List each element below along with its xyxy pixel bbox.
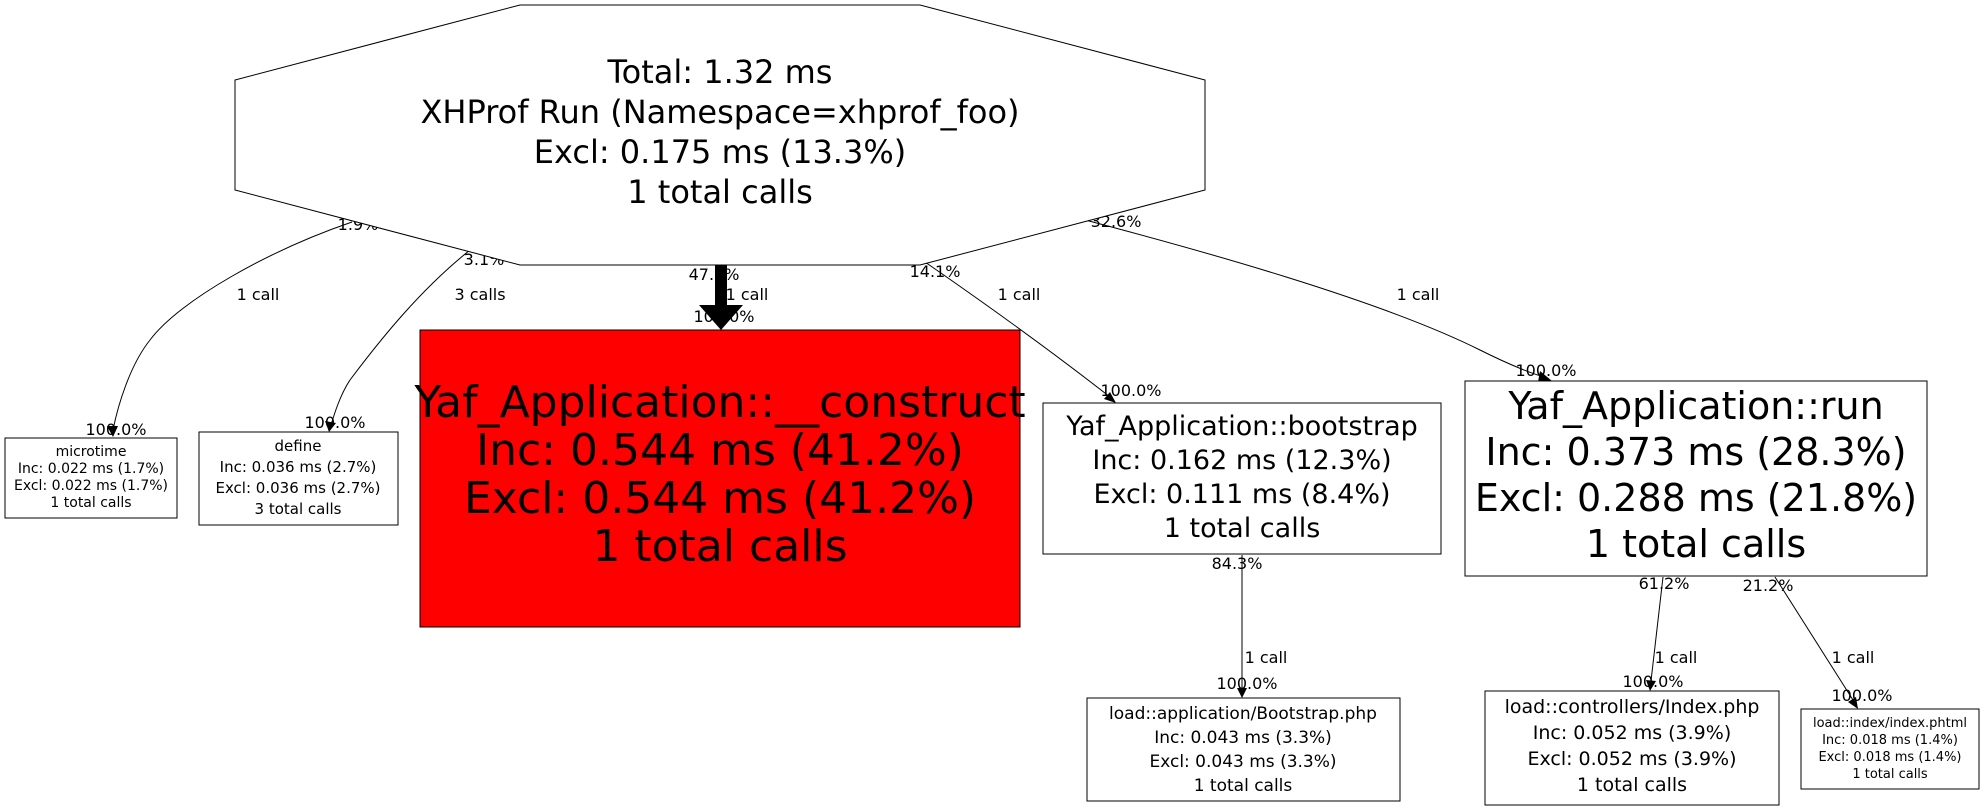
edge-run-indexphp-from-pct: 61.2% — [1639, 574, 1690, 593]
node-bootstrap-php-line-4: 1 total calls — [1194, 776, 1293, 796]
edge-root-run-to-pct: 100.0% — [1515, 361, 1576, 380]
edge-run-indexphtml-from-pct: 21.2% — [1743, 576, 1794, 595]
node-bootstrap-line-3: Excl: 0.111 ms (8.4%) — [1093, 479, 1390, 510]
edge-bootstrap-bootstrapphp — [1237, 555, 1247, 698]
edge-root-construct-calls: 1 call — [726, 285, 769, 304]
node-microtime-line-4: 1 total calls — [50, 495, 131, 511]
node-index-php-line-1: load::controllers/Index.php — [1505, 696, 1760, 718]
node-construct-line-2: Inc: 0.544 ms (41.2%) — [476, 425, 964, 476]
node-run[interactable]: Yaf_Application::run Inc: 0.373 ms (28.3… — [1464, 380, 1928, 577]
node-index-php[interactable]: load::controllers/Index.php Inc: 0.052 m… — [1484, 690, 1780, 806]
node-bootstrap-php-line-3: Excl: 0.043 ms (3.3%) — [1149, 752, 1336, 772]
node-bootstrap-php-line-2: Inc: 0.043 ms (3.3%) — [1154, 728, 1332, 748]
edge-run-indexphtml-calls: 1 call — [1832, 648, 1875, 667]
node-bootstrap-line-4: 1 total calls — [1164, 513, 1321, 544]
edge-run-indexphtml — [1774, 576, 1858, 709]
edge-bootstrap-bootstrapphp-from-pct: 84.3% — [1212, 554, 1263, 573]
node-index-phtml-line-3: Excl: 0.018 ms (1.4%) — [1818, 750, 1961, 765]
edge-root-construct-from-pct: 47.1% — [689, 265, 740, 284]
edge-root-run — [1069, 215, 1552, 382]
node-bootstrap[interactable]: Yaf_Application::bootstrap Inc: 0.162 ms… — [1042, 402, 1442, 555]
node-microtime-line-1: microtime — [56, 444, 127, 460]
node-run-line-2: Inc: 0.373 ms (28.3%) — [1485, 430, 1906, 474]
node-define-line-1: define — [275, 437, 322, 455]
edge-root-microtime-calls: 1 call — [237, 285, 280, 304]
edge-root-construct-to-pct: 100.0% — [693, 307, 754, 326]
edge-root-bootstrap — [924, 261, 1116, 403]
edge-root-microtime-to-pct: 100.0% — [85, 420, 146, 439]
node-root-line-1: Total: 1.32 ms — [607, 53, 833, 91]
node-index-phtml-line-4: 1 total calls — [1852, 767, 1928, 782]
node-microtime-line-2: Inc: 0.022 ms (1.7%) — [18, 461, 164, 477]
edge-root-bootstrap-to-pct: 100.0% — [1100, 381, 1161, 400]
node-bootstrap-php-line-1: load::application/Bootstrap.php — [1109, 704, 1377, 724]
node-construct-line-4: 1 total calls — [592, 521, 847, 572]
node-run-line-4: 1 total calls — [1586, 522, 1806, 566]
edge-run-indexphtml-to-pct: 100.0% — [1831, 686, 1892, 705]
node-root-line-3: Excl: 0.175 ms (13.3%) — [534, 133, 906, 171]
edge-root-bootstrap-calls: 1 call — [998, 285, 1041, 304]
edge-bootstrap-bootstrapphp-calls: 1 call — [1245, 648, 1288, 667]
node-define[interactable]: define Inc: 0.036 ms (2.7%) Excl: 0.036 … — [198, 431, 399, 526]
edge-root-construct — [699, 265, 743, 330]
edge-bootstrap-bootstrapphp-to-pct: 100.0% — [1216, 674, 1277, 693]
node-index-phtml-line-1: load::index/index.phtml — [1813, 716, 1967, 731]
node-define-line-3: Excl: 0.036 ms (2.7%) — [215, 479, 380, 497]
node-define-line-2: Inc: 0.036 ms (2.7%) — [220, 458, 377, 476]
edge-root-microtime — [107, 221, 353, 437]
node-bootstrap-php[interactable]: load::application/Bootstrap.php Inc: 0.0… — [1086, 697, 1401, 802]
node-index-phtml-line-2: Inc: 0.018 ms (1.4%) — [1822, 733, 1958, 748]
edge-run-indexphp-to-pct: 100.0% — [1622, 672, 1683, 691]
edge-root-run-calls: 1 call — [1397, 285, 1440, 304]
node-index-php-line-4: 1 total calls — [1577, 774, 1687, 796]
edge-run-indexphp — [1646, 576, 1664, 691]
edge-root-bootstrap-from-pct: 14.1% — [910, 262, 961, 281]
node-index-php-line-3: Excl: 0.052 ms (3.9%) — [1527, 748, 1736, 770]
node-construct-line-3: Excl: 0.544 ms (41.2%) — [464, 473, 976, 524]
node-run-line-1: Yaf_Application::run — [1507, 384, 1883, 428]
node-bootstrap-line-1: Yaf_Application::bootstrap — [1065, 411, 1418, 442]
edge-root-define-calls: 3 calls — [454, 285, 505, 304]
node-microtime-line-3: Excl: 0.022 ms (1.7%) — [14, 478, 168, 494]
node-microtime[interactable]: microtime Inc: 0.022 ms (1.7%) Excl: 0.0… — [4, 437, 178, 519]
node-construct-line-1: Yaf_Application::__construct — [413, 377, 1025, 428]
node-define-line-4: 3 total calls — [255, 500, 342, 518]
node-root-line-2: XHProf Run (Namespace=xhprof_foo) — [420, 93, 1019, 131]
edge-run-indexphp-calls: 1 call — [1655, 648, 1698, 667]
edge-root-define — [325, 249, 471, 432]
node-root[interactable]: Total: 1.32 ms XHProf Run (Namespace=xhp… — [234, 4, 1206, 266]
node-index-php-line-2: Inc: 0.052 ms (3.9%) — [1533, 722, 1732, 744]
edge-root-define-to-pct: 100.0% — [304, 413, 365, 432]
node-index-phtml[interactable]: load::index/index.phtml Inc: 0.018 ms (1… — [1800, 708, 1980, 790]
node-bootstrap-line-2: Inc: 0.162 ms (12.3%) — [1092, 445, 1391, 476]
node-construct[interactable]: Yaf_Application::__construct Inc: 0.544 … — [413, 329, 1026, 628]
node-root-line-4: 1 total calls — [627, 173, 813, 211]
node-construct-box — [419, 329, 1021, 628]
node-run-line-3: Excl: 0.288 ms (21.8%) — [1475, 476, 1917, 520]
